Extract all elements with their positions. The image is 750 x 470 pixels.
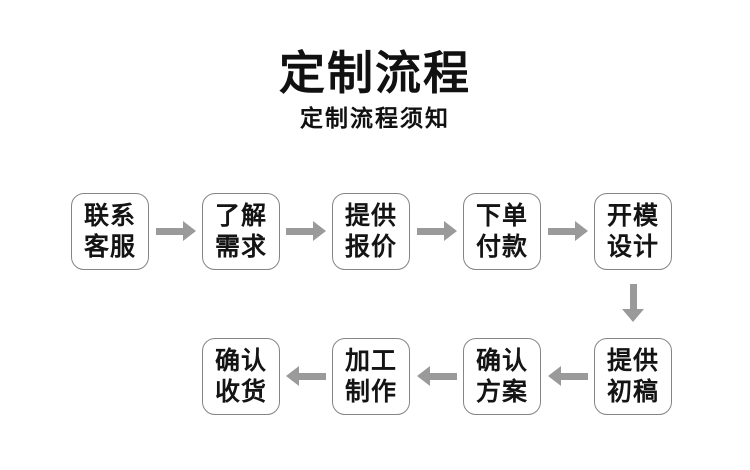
page-title: 定制流程: [279, 47, 471, 99]
arrow-down-icon: [622, 284, 644, 322]
arrow-head: [286, 366, 299, 386]
arrow-shaft: [629, 284, 637, 310]
step-confirm-receipt: 确认 收货: [202, 338, 280, 415]
step-provide-quote: 提供 报价: [332, 193, 410, 270]
step-label-line: 客服: [83, 232, 136, 261]
arrow-head: [622, 309, 644, 322]
step-label-line: 了解: [214, 201, 267, 230]
step-label-line: 提供: [606, 346, 659, 375]
arrow-left-icon: [286, 366, 326, 386]
step-processing: 加工 制作: [332, 338, 410, 415]
step-mold-design: 开模 设计: [594, 193, 672, 270]
step-label-line: 需求: [214, 232, 267, 261]
arrow-head: [417, 366, 430, 386]
step-label-line: 联系: [83, 201, 136, 230]
step-label-line: 付款: [475, 232, 528, 261]
arrow-left-icon: [417, 366, 457, 386]
arrow-right-icon: [417, 221, 457, 241]
step-label-line: 加工: [344, 346, 397, 375]
step-label-line: 收货: [214, 377, 267, 406]
step-label-line: 提供: [344, 201, 397, 230]
arrow-left-icon: [548, 366, 588, 386]
arrow-right-icon: [156, 221, 196, 241]
arrow-head: [575, 221, 588, 241]
step-label-line: 设计: [606, 232, 659, 261]
step-label-line: 下单: [475, 201, 528, 230]
step-understand-needs: 了解 需求: [202, 193, 280, 270]
step-contact-service: 联系 客服: [71, 193, 149, 270]
arrow-right-icon: [286, 221, 326, 241]
step-label-line: 报价: [344, 232, 397, 261]
step-label-line: 制作: [344, 377, 397, 406]
arrow-shaft: [548, 227, 577, 235]
arrow-head: [548, 366, 561, 386]
step-label-line: 方案: [475, 377, 528, 406]
step-provide-draft: 提供 初稿: [594, 338, 672, 415]
step-order-payment: 下单 付款: [463, 193, 541, 270]
arrow-shaft: [156, 227, 185, 235]
step-label-line: 开模: [606, 201, 659, 230]
step-confirm-plan: 确认 方案: [463, 338, 541, 415]
arrow-shaft: [286, 227, 315, 235]
step-label-line: 初稿: [606, 377, 659, 406]
step-label-line: 确认: [214, 346, 267, 375]
arrow-shaft: [559, 372, 588, 380]
step-label-line: 确认: [475, 346, 528, 375]
arrow-shaft: [417, 227, 446, 235]
arrow-shaft: [297, 372, 326, 380]
arrow-right-icon: [548, 221, 588, 241]
page-subtitle: 定制流程须知: [300, 105, 450, 131]
arrow-head: [313, 221, 326, 241]
arrow-head: [444, 221, 457, 241]
arrow-head: [183, 221, 196, 241]
arrow-shaft: [428, 372, 457, 380]
